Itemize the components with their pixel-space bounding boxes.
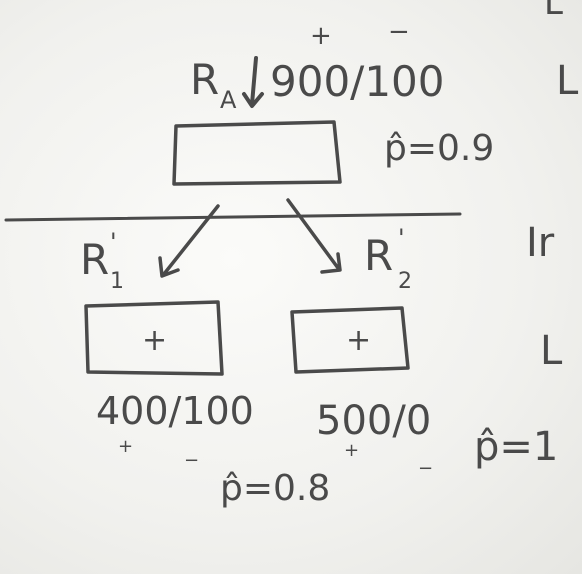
- right-child-box-symbol: +: [346, 323, 371, 358]
- right-branch-arrow-icon: [286, 198, 342, 274]
- right-child-box: [290, 306, 410, 374]
- margin-letter-top: L: [544, 0, 563, 23]
- margin-letter-upper: L: [556, 58, 579, 104]
- right-child-label-prime: ': [398, 224, 405, 252]
- root-down-arrow-icon: [242, 56, 264, 108]
- root-label: R: [190, 55, 219, 104]
- left-child-counts: 400/100: [96, 389, 254, 433]
- right-child-minus-sign: −: [418, 458, 433, 479]
- left-child-box: [84, 300, 224, 376]
- left-branch-arrow-icon: [158, 204, 220, 278]
- root-node-box: [172, 120, 342, 186]
- root-plus-sign: +: [310, 21, 332, 51]
- left-child-label-subscript: 1: [110, 269, 124, 294]
- right-child-plus-sign: +: [344, 440, 359, 461]
- root-counts: 900/100: [270, 57, 444, 106]
- root-minus-sign: −: [388, 17, 410, 47]
- left-child-label: R: [80, 235, 109, 284]
- right-child-p-hat: p̂=1: [474, 424, 558, 470]
- split-divider-line: [4, 212, 462, 222]
- left-child-p-hat: p̂=0.8: [220, 468, 330, 509]
- left-child-box-symbol: +: [142, 323, 167, 358]
- right-child-label-subscript: 2: [398, 269, 412, 294]
- root-label-subscript: A: [220, 86, 237, 114]
- left-child-label-prime: ': [110, 228, 117, 256]
- left-child-minus-sign: −: [184, 450, 199, 471]
- root-p-hat: p̂=0.9: [384, 128, 494, 169]
- right-child-label: R: [364, 231, 393, 280]
- right-child-counts: 500/0: [316, 398, 431, 444]
- margin-letter-middle: Ir: [526, 220, 555, 266]
- left-child-plus-sign: +: [118, 436, 133, 457]
- margin-letter-lower: L: [540, 328, 563, 374]
